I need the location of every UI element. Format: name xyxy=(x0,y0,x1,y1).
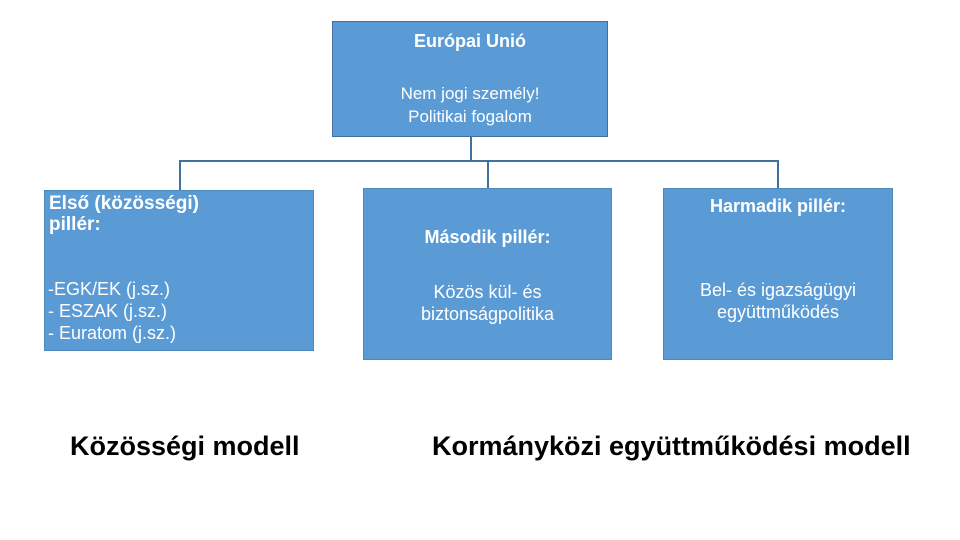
eu-root-subtitle-line1: Nem jogi személy! xyxy=(400,84,540,103)
second-pillar-title: Második pillér: xyxy=(424,227,551,247)
second-pillar-body-line2: biztonságpolitika xyxy=(420,304,555,324)
first-pillar-title-line1: Első (közösségi) xyxy=(49,193,199,214)
connector-vertical-second xyxy=(487,160,489,189)
connector-vertical-third xyxy=(777,160,779,189)
connector-vertical-root xyxy=(470,137,472,161)
eu-root-box: Európai Unió Nem jogi személy! Politikai… xyxy=(332,21,608,137)
first-pillar-title-line2: pillér: xyxy=(49,214,101,235)
third-pillar-box: Harmadik pillér: Bel- és igazságügyi egy… xyxy=(663,188,893,360)
third-pillar-title: Harmadik pillér: xyxy=(709,196,847,216)
second-pillar-body-line1: Közös kül- és xyxy=(433,282,542,302)
eu-root-subtitle-line2: Politikai fogalom xyxy=(408,107,532,126)
third-pillar-body-line2: együttműködés xyxy=(716,302,840,322)
community-model-label: Közösségi modell xyxy=(70,431,300,461)
second-pillar-box: Második pillér: Közös kül- és biztonságp… xyxy=(363,188,612,360)
eu-root-subtitle: Nem jogi személy! Politikai fogalom xyxy=(333,82,607,128)
first-pillar-list: -EGK/EK (j.sz.) - ESZAK (j.sz.) - Eurato… xyxy=(48,278,176,344)
intergovernmental-model-label: Kormányközi együttműködési modell xyxy=(432,431,911,461)
first-pillar-title: Első (közösségi) pillér: xyxy=(49,193,199,235)
first-pillar-item: - ESZAK (j.sz.) xyxy=(48,301,168,321)
connector-horizontal xyxy=(179,160,779,162)
third-pillar-body: Bel- és igazságügyi együttműködés xyxy=(664,279,892,323)
connector-vertical-first xyxy=(179,160,181,191)
third-pillar-body-line1: Bel- és igazságügyi xyxy=(699,280,857,300)
first-pillar-item: - Euratom (j.sz.) xyxy=(48,323,177,343)
first-pillar-item: -EGK/EK (j.sz.) xyxy=(48,279,171,299)
first-pillar-box: Első (közösségi) pillér: -EGK/EK (j.sz.)… xyxy=(44,190,314,351)
eu-root-title: Európai Unió xyxy=(414,31,526,51)
second-pillar-body: Közös kül- és biztonságpolitika xyxy=(364,281,611,325)
